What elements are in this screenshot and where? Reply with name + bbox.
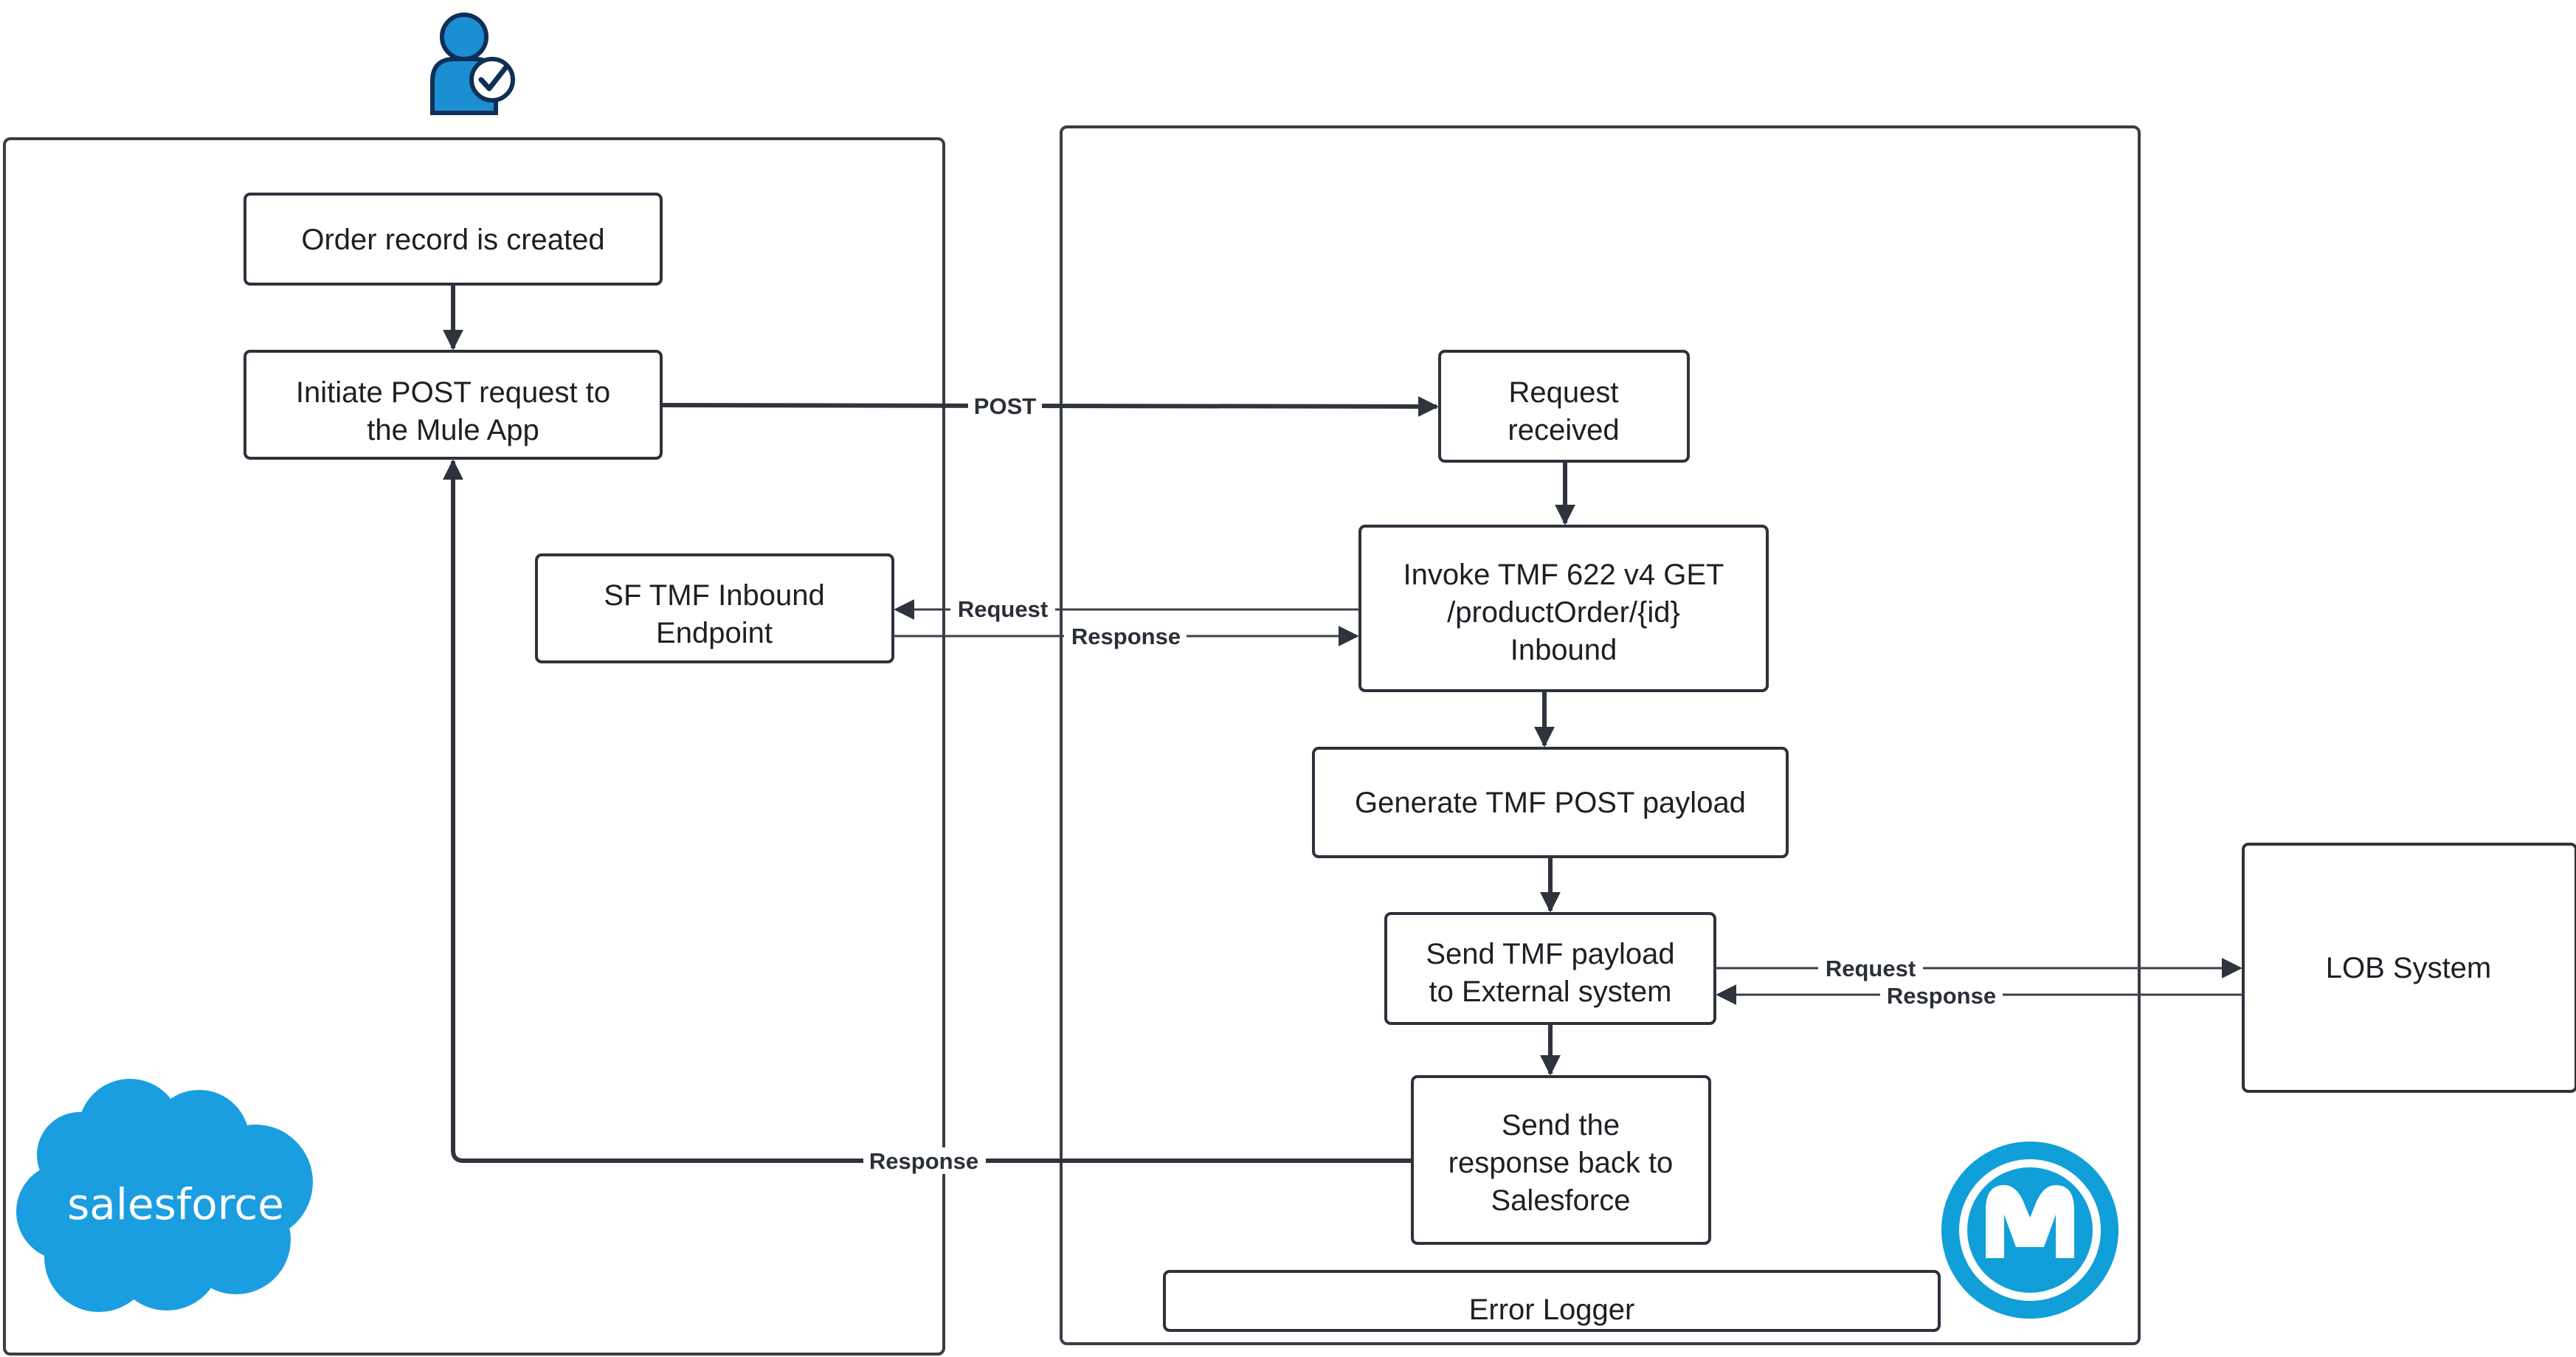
- salesforce-container: [3, 137, 945, 1356]
- svg-text:the Mule App: the Mule App: [367, 414, 539, 446]
- mulesoft-logo: [1941, 1142, 2119, 1319]
- edge-label-request-lob: Request: [1818, 955, 1923, 981]
- node-invoke-tmf-line-3: Inbound: [1510, 634, 1617, 666]
- svg-text:Request: Request: [1826, 956, 1916, 981]
- edge-post: [660, 396, 1439, 417]
- svg-text:Response: Response: [1887, 983, 1996, 1009]
- node-request-received: Request received: [1438, 350, 1690, 463]
- svg-text:POST: POST: [974, 393, 1036, 419]
- edge-label-response-sf: Response: [1064, 624, 1187, 650]
- salesforce-logo-text: salesforce: [67, 1179, 284, 1229]
- svg-text:Response: Response: [1071, 624, 1181, 649]
- node-sf-inbound-line-1: SF TMF Inbound: [604, 579, 824, 612]
- edge-label-post: POST: [968, 393, 1042, 419]
- node-request-received-line-1: Request: [1509, 376, 1619, 409]
- edge-label-response-lob: Response: [1880, 982, 2003, 1009]
- edge-response-back: [443, 459, 1412, 1163]
- node-send-response-line-2: response back to: [1448, 1147, 1674, 1179]
- node-initiate-post-line-2: the Mule App: [367, 414, 539, 446]
- svg-text:Initiate POST request to: Initiate POST request to: [296, 376, 610, 409]
- node-send-response: Send the response back to Salesforce: [1411, 1075, 1711, 1245]
- svg-text:Request: Request: [958, 596, 1048, 622]
- node-generate-payload: Generate TMF POST payload: [1312, 747, 1789, 858]
- node-invoke-tmf-line-2: /productOrder/{id}: [1447, 596, 1680, 629]
- node-send-payload-line-1: Send TMF payload: [1426, 938, 1674, 970]
- node-send-payload-line-2: to External system: [1429, 976, 1671, 1008]
- node-initiate-post-line-1: Initiate POST request to: [296, 376, 610, 409]
- svg-text:Response: Response: [869, 1148, 978, 1174]
- node-send-payload: Send TMF payload to External system: [1384, 912, 1716, 1025]
- node-invoke-tmf: Invoke TMF 622 v4 GET /productOrder/{id}…: [1358, 525, 1769, 692]
- edge-label-response-back: Response: [863, 1147, 986, 1174]
- node-request-received-line-2: received: [1508, 414, 1619, 446]
- mulesoft-container: [1060, 125, 2141, 1345]
- salesforce-logo: salesforce: [16, 1079, 313, 1312]
- node-error-logger: Error Logger: [1163, 1270, 1941, 1332]
- node-lob-system: LOB System: [2242, 843, 2576, 1093]
- node-send-response-line-1: Send the: [1502, 1109, 1620, 1142]
- node-invoke-tmf-line-1: Invoke TMF 622 v4 GET: [1403, 559, 1724, 591]
- node-lob-system-label: LOB System: [2326, 952, 2492, 984]
- node-error-logger-label: Error Logger: [1469, 1294, 1635, 1326]
- node-order-created: Order record is created: [244, 193, 663, 286]
- node-initiate-post: Initiate POST request to the Mule App: [244, 350, 663, 460]
- node-send-response-line-3: Salesforce: [1491, 1184, 1631, 1217]
- node-sf-inbound-line-2: Endpoint: [656, 617, 773, 649]
- node-order-created-label: Order record is created: [301, 224, 604, 256]
- node-sf-inbound: SF TMF Inbound Endpoint: [535, 553, 894, 663]
- edge-label-request-sf: Request: [950, 596, 1055, 623]
- user-approved-icon: [430, 13, 515, 115]
- node-generate-payload-label: Generate TMF POST payload: [1355, 787, 1746, 819]
